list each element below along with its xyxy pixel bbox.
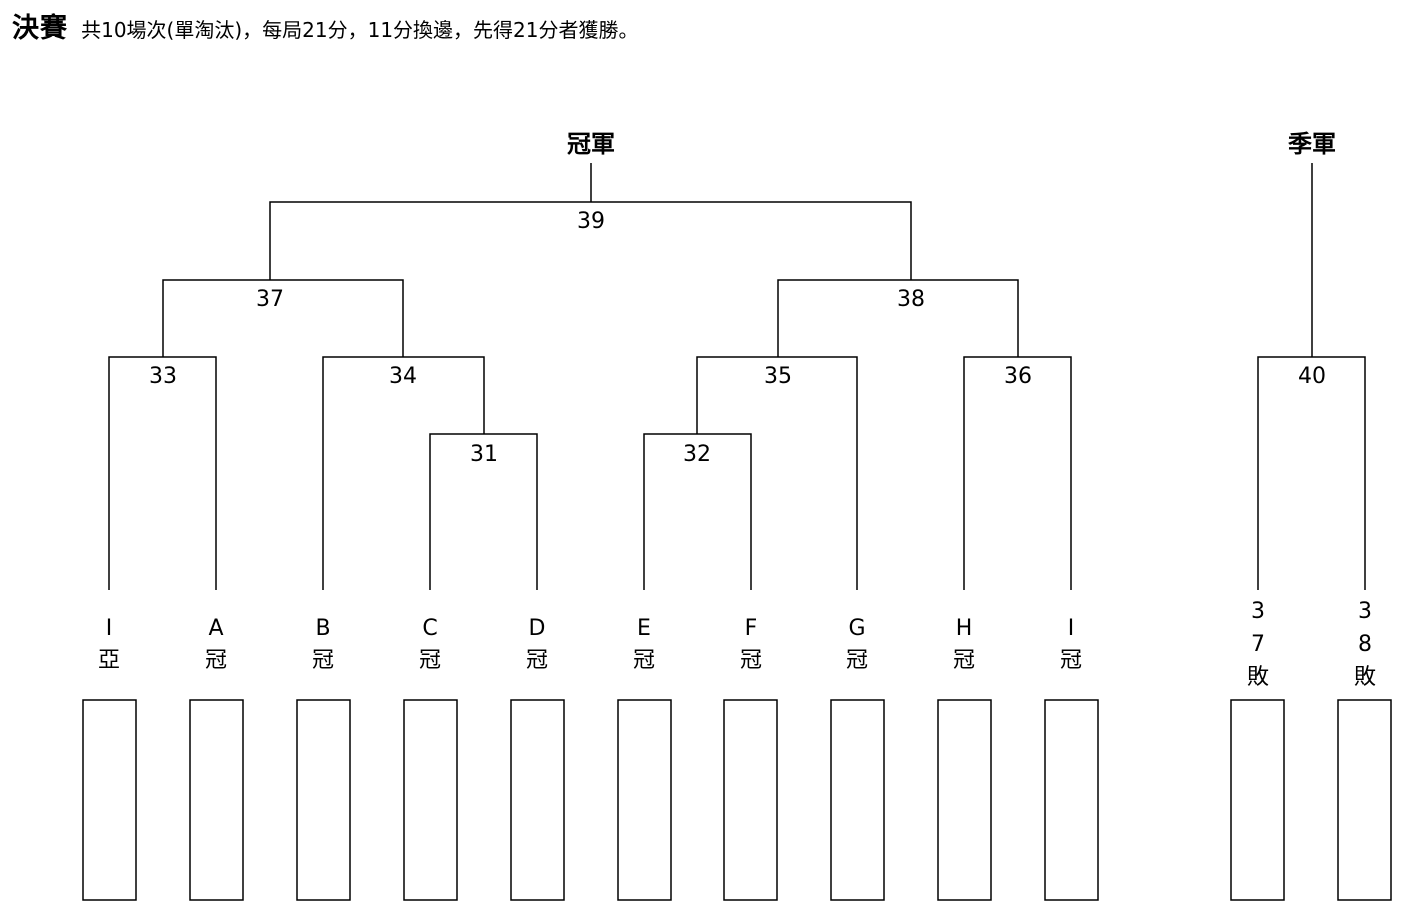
entry-rank: 冠: [205, 648, 227, 673]
bracket-line-37: [162, 279, 404, 357]
match-number-32: 32: [683, 442, 711, 467]
bracket-line-36: [963, 356, 1072, 590]
bracket-line-38: [777, 279, 1019, 357]
match-number-37: 37: [256, 287, 284, 312]
entry-rank: 冠: [953, 648, 975, 673]
third-entry-line: 8: [1358, 632, 1372, 657]
page-description: 共10場次(單淘汰)，每局21分，11分換邊，先得21分者獲勝。: [81, 18, 639, 42]
bracket-line-35: [696, 356, 858, 590]
page-header: 決賽 共10場次(單淘汰)，每局21分，11分換邊，先得21分者獲勝。: [12, 6, 639, 45]
match-number-34: 34: [389, 364, 417, 389]
entry-rank: 冠: [740, 648, 762, 673]
third-entry-line: 3: [1251, 599, 1265, 624]
bracket-lines: [108, 163, 1366, 590]
third-entry-line: 敗: [1247, 665, 1269, 690]
entry-rank: 冠: [312, 648, 334, 673]
third-entry-line: 7: [1251, 632, 1265, 657]
entry-letter: G: [848, 616, 865, 641]
entry-letter: A: [208, 616, 223, 641]
match-number-33: 33: [149, 364, 177, 389]
name-box[interactable]: [617, 699, 672, 901]
entry-letter: I: [106, 616, 113, 641]
name-box[interactable]: [1044, 699, 1099, 901]
entry-letter: F: [745, 616, 758, 641]
name-box[interactable]: [403, 699, 458, 901]
bracket-line-40: [1257, 356, 1366, 590]
name-box[interactable]: [1337, 699, 1392, 901]
third-entry-line: 3: [1358, 599, 1372, 624]
third-entry-line: 敗: [1354, 665, 1376, 690]
entry-rank: 冠: [526, 648, 548, 673]
entry-letter: C: [422, 616, 437, 641]
match-numbers: 39 37 38 33 34 35 36 40 31 32: [149, 209, 1326, 467]
match-number-40: 40: [1298, 364, 1326, 389]
entry-rank: 冠: [419, 648, 441, 673]
name-boxes: [82, 699, 1392, 901]
name-box[interactable]: [189, 699, 244, 901]
match-number-36: 36: [1004, 364, 1032, 389]
name-box[interactable]: [1230, 699, 1285, 901]
bracket-line-34: [322, 356, 485, 590]
bracket-line-33: [108, 356, 217, 590]
match-number-38: 38: [897, 287, 925, 312]
entry-letter: E: [637, 616, 651, 641]
name-box[interactable]: [82, 699, 137, 901]
entry-rank: 冠: [633, 648, 655, 673]
name-box[interactable]: [723, 699, 778, 901]
entry-letter: B: [315, 616, 330, 641]
name-box[interactable]: [937, 699, 992, 901]
entry-letter: I: [1068, 616, 1075, 641]
entry-rank: 冠: [846, 648, 868, 673]
entry-letter: H: [956, 616, 973, 641]
name-box[interactable]: [296, 699, 351, 901]
page-title: 決賽: [12, 13, 68, 44]
entry-rank: 冠: [1060, 648, 1082, 673]
name-box[interactable]: [830, 699, 885, 901]
entry-labels: I 亞 A 冠 B 冠 C 冠 D 冠 E 冠 F 冠 G 冠 H 冠 I 冠 …: [98, 599, 1376, 690]
final-label: 冠軍: [567, 130, 615, 158]
match-number-39: 39: [577, 209, 605, 234]
third-place-label: 季軍: [1288, 130, 1336, 158]
match-number-31: 31: [470, 442, 498, 467]
entry-letter: D: [529, 616, 546, 641]
match-number-35: 35: [764, 364, 792, 389]
entry-rank: 亞: [98, 648, 120, 673]
name-box[interactable]: [510, 699, 565, 901]
